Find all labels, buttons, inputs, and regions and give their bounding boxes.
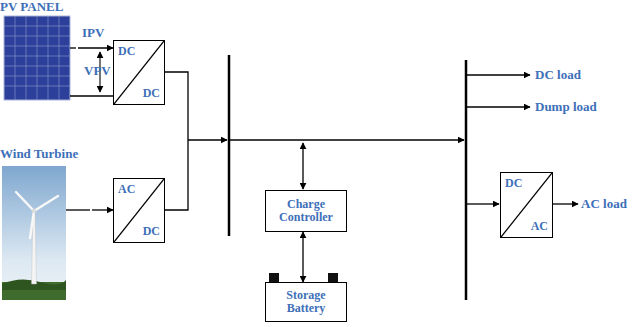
load-label: Dump load	[535, 100, 597, 114]
node-text: DC	[143, 87, 160, 100]
charge-controller: Charge Controller	[265, 190, 347, 232]
load-feeder	[467, 203, 499, 204]
dc-dc-converter: DC DC	[113, 40, 165, 105]
wind-turbine: Wind Turbine	[0, 147, 92, 303]
pv-panel: PV PANEL	[0, 0, 78, 102]
node-text: DC	[118, 45, 135, 58]
wind-turbine-picture	[2, 166, 66, 300]
node-text: DC	[143, 225, 160, 238]
dc-link	[230, 139, 464, 140]
connector	[302, 232, 303, 282]
dc-bus	[228, 55, 231, 236]
battery-terminal	[328, 273, 338, 282]
node-text: DC	[505, 177, 522, 190]
storage-battery: Storage Battery	[265, 282, 347, 322]
dc-bus	[465, 60, 468, 300]
ac-dc-converter: AC DC	[113, 178, 165, 243]
dc-ac-inverter: DC AC	[500, 172, 553, 238]
load-feeder	[467, 74, 530, 75]
node-text: AC	[531, 220, 548, 233]
dc-wire	[165, 72, 188, 210]
load-label: DC load	[535, 68, 581, 82]
controller-link	[302, 143, 303, 189]
node-text: Wind Turbine	[0, 147, 92, 161]
dc-wire	[188, 139, 227, 140]
voltage-label: VPV	[84, 64, 111, 78]
current-label: IPV	[82, 26, 104, 40]
node-text: AC	[118, 183, 135, 196]
connector	[92, 209, 113, 210]
node-text: Charge Controller	[266, 198, 346, 224]
node-text: PV PANEL	[0, 0, 78, 14]
pv-wire	[70, 95, 113, 96]
load-feeder	[553, 203, 578, 204]
pv-panel-picture	[4, 16, 70, 100]
load-feeder	[467, 106, 530, 107]
connector	[78, 47, 113, 48]
pv-wire	[70, 47, 76, 48]
turbine-wire	[66, 209, 90, 210]
battery-terminal	[269, 273, 279, 282]
load-label: AC load	[581, 197, 627, 211]
node-text: Storage Battery	[266, 289, 346, 315]
